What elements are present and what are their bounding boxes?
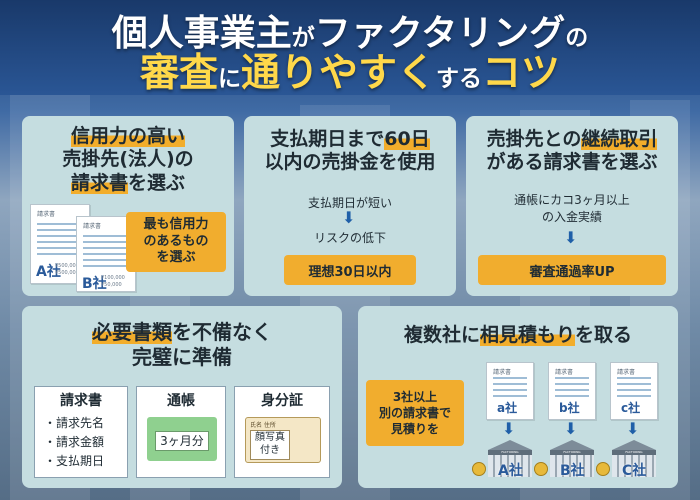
coin-icon xyxy=(534,462,548,476)
panel-title: 支払期日まで60日 以内の売掛金を使用 xyxy=(264,128,436,174)
invoice-card: 請求書 ・請求先名 ・請求金額 ・支払期日 xyxy=(34,386,128,478)
list-item: ・支払期日 xyxy=(44,454,105,468)
passbook-icon: 3ヶ月分 xyxy=(147,417,217,461)
step-deposit-record: 通帳にカコ3ヶ月以上 の入金実績 xyxy=(514,193,630,224)
id-card: 身分証 氏名 住所 顔写真 付き xyxy=(234,386,330,478)
credit-callout: 最も信用力 のあるもの を選ぶ xyxy=(126,212,226,272)
invoice-item-list: ・請求先名 ・請求金額 ・支払期日 xyxy=(44,414,104,471)
id-card-icon: 氏名 住所 顔写真 付き xyxy=(245,417,321,463)
invoice-document-icon: 請求書 a社 xyxy=(486,362,534,420)
title-line-1: 個人事業主がファクタリングの xyxy=(111,13,589,54)
step-lower-risk: リスクの低下 xyxy=(313,231,386,245)
photo-box: 顔写真 付き xyxy=(250,430,290,460)
coin-icon xyxy=(596,462,610,476)
tip-panel-credit: 信用力の高い 売掛先(法人)の 請求書を選ぶ 請求書 A社 ¥500,000 ¥… xyxy=(22,116,234,296)
panel-title: 必要書類を不備なく 完璧に準備 xyxy=(92,320,272,369)
down-arrow-icon: ⬇ xyxy=(564,419,578,438)
down-arrow-icon: ⬇ xyxy=(564,228,578,247)
tip-panel-quotes: 複数社に相見積もりを取る 3社以上 別の請求書で 見積りを 請求書 a社 請求書… xyxy=(358,306,678,488)
building-icon: FACTORING B社 xyxy=(546,440,598,480)
panel-title: 信用力の高い 売掛先(法人)の 請求書を選ぶ xyxy=(62,125,194,194)
step-short-due: 支払期日が短い xyxy=(307,196,392,210)
panel-title: 複数社に相見積もりを取る xyxy=(403,324,633,346)
coin-icon xyxy=(472,462,486,476)
tip-panel-due-date: 支払期日まで60日 以内の売掛金を使用 支払期日が短い ⬇ リスクの低下 理想3… xyxy=(244,116,456,296)
quotes-callout: 3社以上 別の請求書で 見積りを xyxy=(366,380,464,446)
ideal-result-box: 理想30日以内 xyxy=(284,255,416,285)
down-arrow-icon: ⬇ xyxy=(502,419,516,438)
list-item: ・請求先名 xyxy=(44,416,105,430)
panel-title: 売掛先との継続取引 がある請求書を選ぶ xyxy=(486,128,658,174)
building-icon: FACTORING A社 xyxy=(484,440,536,480)
passbook-badge: 3ヶ月分 xyxy=(155,431,209,451)
title-line-2: 審査に通りやすくするコツ xyxy=(139,51,561,96)
pass-rate-result-box: 審査通過率UP xyxy=(478,255,666,285)
down-arrow-icon: ⬇ xyxy=(626,419,640,438)
header-band xyxy=(0,0,700,95)
tip-panel-documents: 必要書類を不備なく 完璧に準備 請求書 ・請求先名 ・請求金額 ・支払期日 通帳… xyxy=(22,306,342,488)
building-icon: FACTORING C社 xyxy=(608,440,660,480)
invoice-document-icon: 請求書 b社 xyxy=(548,362,596,420)
passbook-card: 通帳 3ヶ月分 xyxy=(136,386,226,478)
down-arrow-icon: ⬇ xyxy=(342,208,356,227)
list-item: ・請求金額 xyxy=(44,435,105,449)
invoice-document-icon: 請求書 c社 xyxy=(610,362,658,420)
tip-panel-continuous-trade: 売掛先との継続取引 がある請求書を選ぶ 通帳にカコ3ヶ月以上 の入金実績 ⬇ 審… xyxy=(466,116,678,296)
